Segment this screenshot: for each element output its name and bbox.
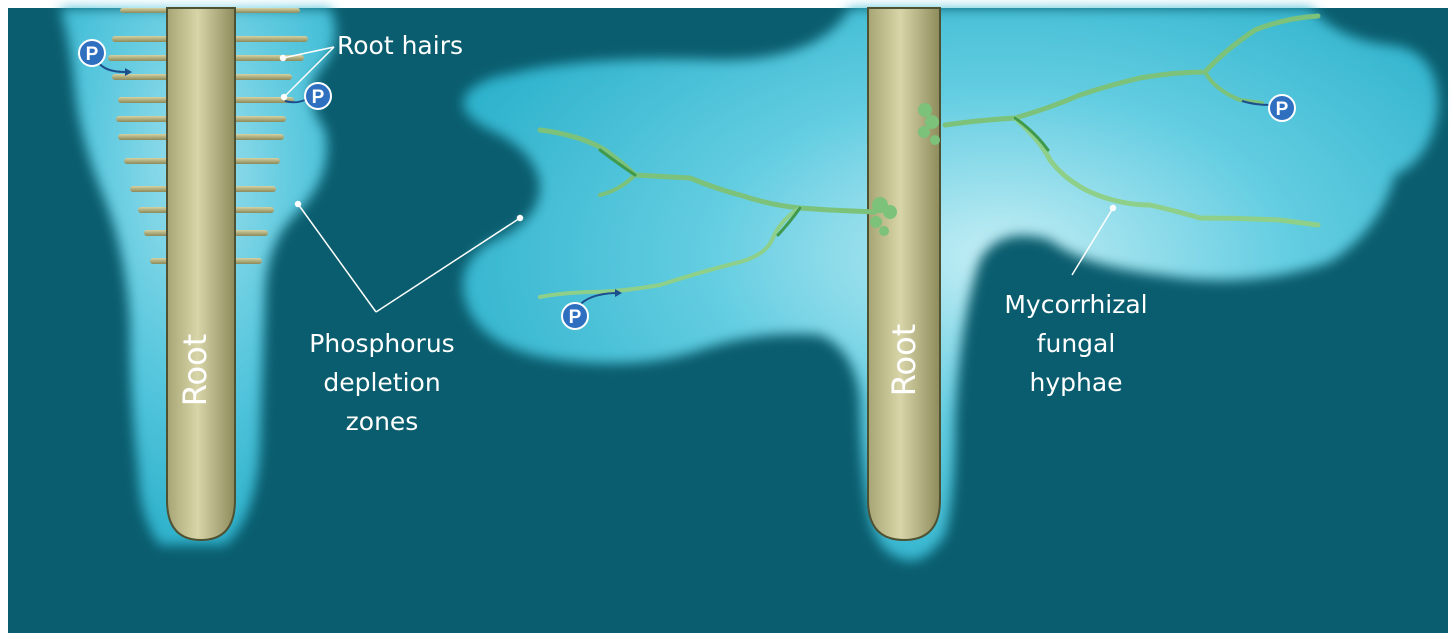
depletion-label-line2: depletion [323, 368, 440, 397]
root-hairs-label: Root hairs [337, 31, 463, 60]
phosphorus-badge-4: P [1269, 95, 1295, 121]
hyphae-label-line3: hyphae [1029, 368, 1122, 397]
root-left-label: Root [176, 334, 214, 407]
phosphorus-badge-2: P [305, 83, 331, 109]
root-left [167, 8, 235, 540]
hyphae-label-line1: Mycorrhizal [1004, 290, 1147, 319]
svg-text:P: P [312, 87, 325, 108]
svg-text:P: P [86, 44, 99, 65]
root-right [868, 8, 940, 540]
depletion-label-line3: zones [346, 407, 419, 436]
svg-text:P: P [1276, 99, 1289, 120]
hyphae-label-line2: fungal [1037, 329, 1116, 358]
root-right-label: Root [885, 324, 923, 397]
depletion-label-line1: Phosphorus [309, 329, 454, 358]
phosphorus-badge-1: P [79, 40, 105, 66]
phosphorus-badge-3: P [562, 303, 588, 329]
svg-text:P: P [569, 307, 582, 328]
